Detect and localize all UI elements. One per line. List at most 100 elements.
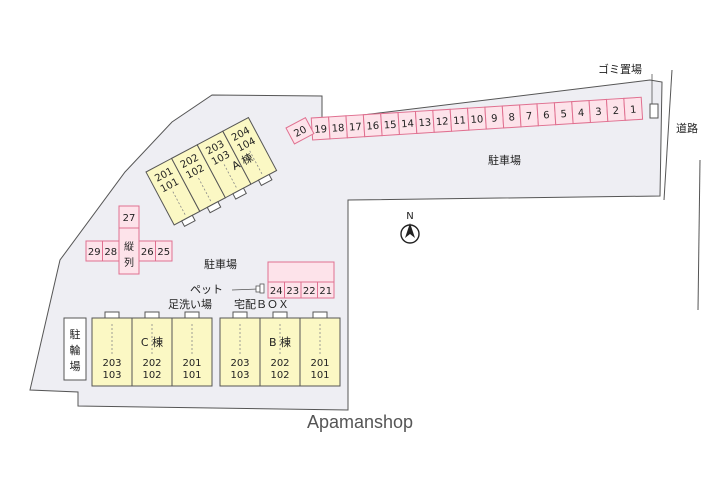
bike-parking [63,317,87,381]
parking-slot-label: 28 [104,247,117,258]
parking-slot: 4 [571,100,592,125]
parking-slot: 3 [588,98,609,124]
parking-slot: 11 [449,107,470,132]
parking-slot-label: 24 [270,286,283,297]
unit-divider-dashed [172,191,186,215]
parking-slot-vertical: 縦列 [118,227,140,275]
building-b-name: B 棟 [269,335,291,349]
garbage-label: ゴミ置場 [598,62,642,76]
unit-entrance [257,173,273,187]
parking-slot-label: 12 [436,116,449,128]
parking-slot: 17 [345,114,366,139]
parking-slot-label: 14 [401,119,414,131]
unit-upper-label: 201 [182,358,201,369]
unit-entrance [232,311,248,319]
parking-slot-label: 17 [349,122,362,134]
parking-slot-label: 21 [319,286,332,297]
pet-foot-wash-marker [255,285,261,293]
parking-slot: 8 [501,104,522,129]
parking-slot: 23 [284,281,302,299]
parking-slot: 21 [317,281,335,299]
unit-divider-dashed [198,177,212,202]
foot-wash-label: 足洗い場 [168,298,212,311]
building-c-name: C 棟 [141,335,163,349]
unit-lower-label: 102 [142,370,161,381]
parking-slot: 5 [553,101,574,126]
parking-slot: 9 [484,105,505,130]
parking-slot-label: 26 [141,247,154,258]
unit-lower-label: 101 [182,370,201,381]
parking-slot: 25 [155,240,173,262]
parking-mid-label: 駐車場 [204,257,237,271]
unit-upper-label: 201 [310,358,329,369]
parking-slot-label: 25 [157,247,170,258]
parking-slot-label: 11 [453,115,466,127]
delivery-box-marker [259,283,265,294]
unit-entrance [184,311,200,319]
unit-divider-dashed [223,164,237,188]
unit-entrance [144,311,160,319]
parking-slot-label: 15 [383,120,396,132]
pet-leader [231,288,259,291]
parking-top-label: 駐車場 [488,153,521,167]
parking-slot-label: 9 [491,113,498,124]
unit-upper-label: 203 [102,358,121,369]
unit-entrance [232,187,247,200]
parking-middle-upper [267,261,335,283]
bike-label-2: 輪 [70,343,81,357]
parking-slot: 22 [300,281,318,299]
parking-slot-label: 22 [303,286,316,297]
parking-slot-box [118,205,140,229]
parking-slot: 18 [328,115,348,140]
parking-slot: 10 [467,106,487,131]
road-label: 道路 [676,121,698,135]
unit-divider-dashed [249,150,263,174]
bike-label-1: 駐 [70,327,81,341]
parking-slot-label: 5 [560,109,567,120]
parking-slot: 15 [380,112,400,137]
unit-upper-label: 203 [230,358,249,369]
parking-slot-label: 27 [123,213,136,224]
parking-slot-label: 2 [612,106,619,117]
parking-slot: 26 [138,240,156,262]
north-label: N [406,211,413,222]
vertical-label-2: 列 [124,256,134,269]
parking-slot: 13 [414,109,435,134]
unit-upper-label: 202 [270,358,289,369]
parking-slot: 12 [432,108,453,133]
parking-slot-label: 18 [331,123,344,135]
parking-slot-label: 13 [418,118,431,130]
unit-entrance [272,311,288,319]
parking-slot: 1 [623,96,644,121]
parking-slot-box [623,96,644,121]
unit-entrance [180,214,196,227]
unit-lower-label: 103 [102,370,121,381]
parking-slot: 16 [362,113,383,138]
parking-slot-label: 10 [470,114,483,126]
parking-slot-label: 29 [88,247,101,258]
parking-slot: 14 [397,110,418,136]
parking-slot-corner: 20 [285,116,315,145]
parking-slot: 19 [310,116,331,141]
parking-slot: 24 [267,281,285,299]
road-line-left [663,69,673,201]
unit-entrance [206,201,222,214]
parking-slot-label: 7 [526,111,533,122]
parking-slot-label: 16 [366,121,379,133]
parking-slot: 27 [118,205,140,229]
parking-slot-box [317,281,335,299]
vertical-label-1: 縦 [124,240,134,253]
